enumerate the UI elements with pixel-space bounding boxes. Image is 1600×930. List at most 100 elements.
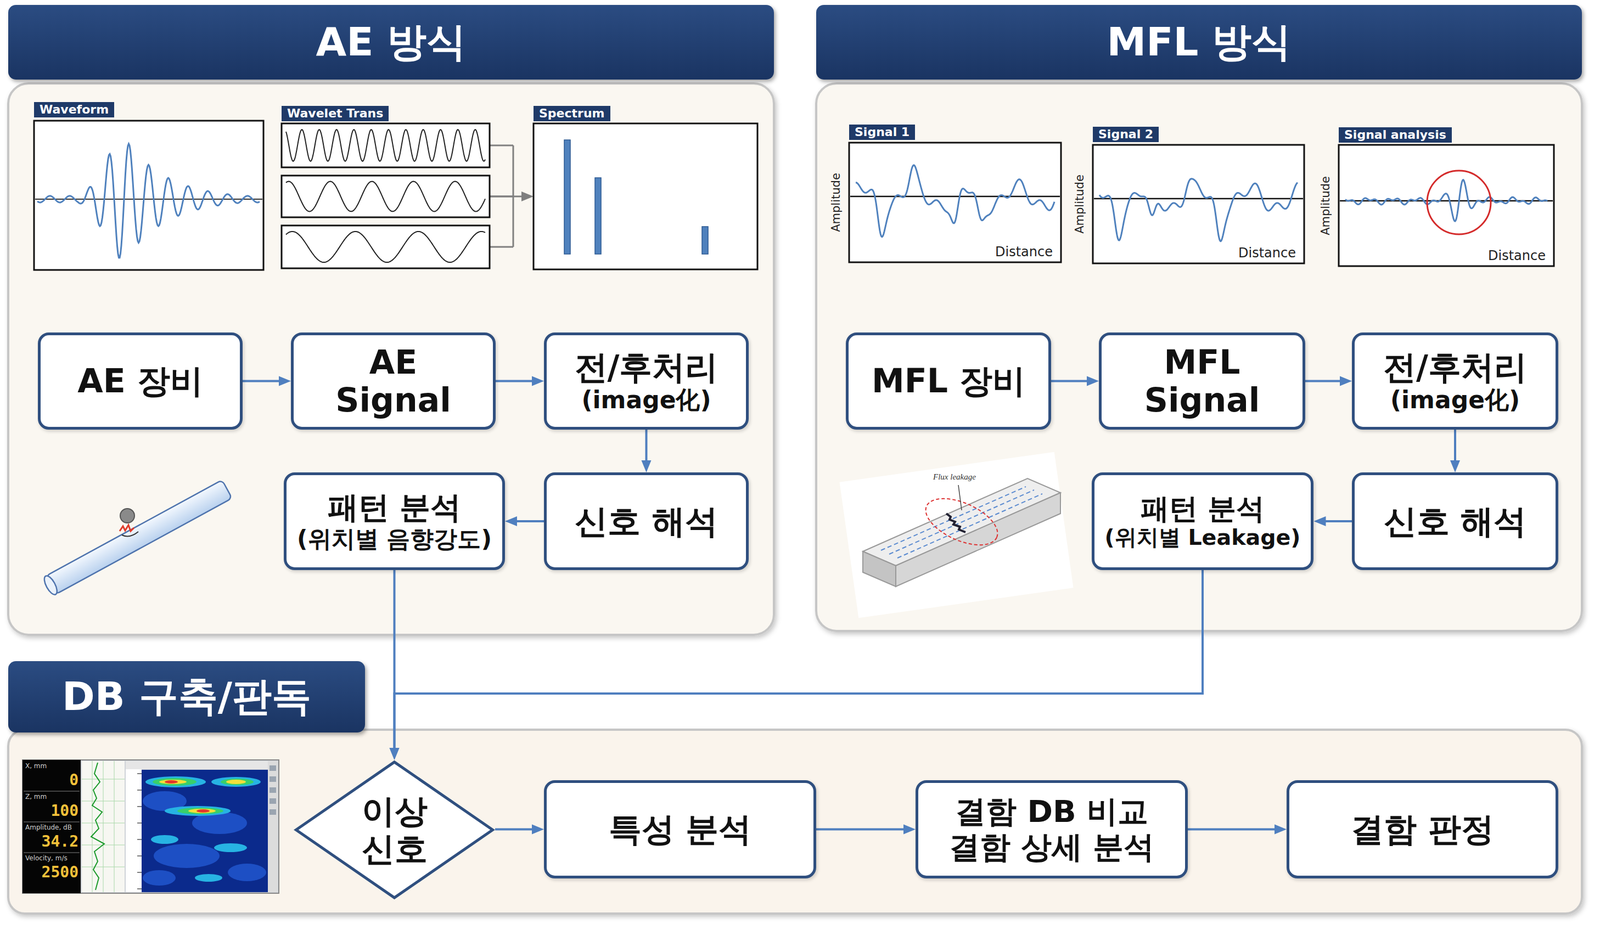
arrow-head: [641, 460, 652, 473]
box-text: 신호 해석: [574, 502, 718, 541]
label-wrap: 0: [69, 772, 79, 789]
panel-ground: [816, 83, 1582, 632]
connector-line: [1187, 828, 1277, 832]
signal-trace: [1099, 178, 1298, 242]
heat-blob: [194, 874, 223, 883]
heat-blob: [226, 779, 246, 785]
chart-frame: [281, 123, 490, 168]
chart-frame: [281, 175, 490, 218]
box-text: 전/후처리: [1383, 348, 1527, 387]
signal-trace: [1345, 180, 1548, 222]
field-value: 2500: [41, 864, 79, 881]
readout-separators: [23, 791, 80, 853]
chart-tag-wrap: Wavelet Trans: [281, 105, 389, 122]
label-wrap: 34.2: [41, 833, 79, 850]
waveform-trace: [37, 143, 260, 258]
heat-blob: [159, 779, 187, 785]
field-name: X, mm: [25, 762, 47, 771]
panel-ground: [8, 730, 1582, 914]
flow-arrow: [242, 376, 291, 387]
diamond-shape: [295, 762, 493, 898]
axis-strip: [125, 761, 142, 893]
flow-arrow: [389, 570, 1204, 761]
wavelet-trace: [285, 181, 486, 212]
box-text: 결함 판정: [1350, 810, 1495, 849]
field-value: 0: [69, 772, 79, 789]
crack: [946, 513, 966, 533]
label-wrap: X, mm: [25, 762, 47, 771]
box-subtext: (image化): [1390, 386, 1520, 415]
heat-blob: [164, 780, 178, 784]
connector-line: [495, 828, 535, 832]
box-text: AE 장비: [77, 362, 203, 401]
ascan-grid: [81, 761, 125, 893]
heat-blob: [196, 809, 210, 813]
arrow-head: [1313, 516, 1326, 527]
axis-label: Amplitude: [1319, 176, 1333, 236]
connector-line: [645, 429, 648, 463]
connector-line: [514, 520, 544, 523]
field-value: 100: [50, 803, 79, 819]
screenshot-header: [125, 761, 278, 770]
process-box: MFL 장비: [845, 332, 1052, 430]
leakage-field: [918, 489, 1005, 555]
process-box: 결함 DB 비교결함 상세 분석: [915, 780, 1188, 879]
box-subtext: (image化): [581, 386, 711, 415]
connector-line: [242, 380, 282, 383]
arrow-head: [389, 748, 400, 761]
chart-tag: Signal 1: [849, 124, 915, 140]
arrow-head: [521, 191, 534, 202]
annotation-label: Flux leakage: [933, 473, 976, 482]
chart-tag: Spectrum: [533, 105, 611, 122]
process-box: 전/후처리(image化): [1351, 332, 1559, 430]
connector-line: [1305, 380, 1343, 383]
arrow-head: [903, 824, 916, 835]
chart-panel: Spectrum: [533, 105, 758, 270]
chart-frame: [1092, 144, 1305, 264]
arrow-head: [389, 748, 400, 761]
label-wrap: 100: [50, 803, 79, 819]
arrow-head: [1339, 376, 1352, 387]
illustration-ground: [839, 452, 1074, 619]
defect-circle: [1427, 170, 1491, 235]
arrow-head: [531, 824, 544, 835]
chart-frame: [533, 123, 758, 270]
heat-blob: [188, 809, 216, 814]
process-box: AE Signal: [290, 332, 496, 430]
chart-tag: Signal 2: [1092, 126, 1159, 143]
heat-blob: [150, 835, 179, 845]
axis-label-wrap: Distance: [993, 244, 1055, 260]
flow-arrow: [495, 376, 544, 387]
box-text: 결함 DB 비교: [955, 794, 1149, 830]
flow-arrow: [495, 824, 544, 835]
chart-tag-wrap: Spectrum: [533, 105, 611, 122]
chart-plot: [281, 123, 490, 269]
ascan-trace: [91, 762, 105, 891]
axis-line: [850, 195, 1060, 198]
axis-line: [35, 198, 263, 200]
spectrum-bar: [564, 139, 571, 255]
axis-ticks: [137, 773, 142, 890]
impact-spark: [119, 525, 134, 532]
panel-header: DB 구축/판독: [8, 661, 366, 733]
box-subtext: (위치별 Leakage): [1104, 525, 1301, 551]
heatmap: [142, 776, 267, 886]
flow-arrow: [1051, 376, 1099, 387]
box-subtext: 결함 상세 분석: [949, 829, 1155, 866]
panel-title: DB 구축/판독: [62, 670, 312, 724]
axis-label-wrap: Distance: [1486, 248, 1548, 263]
ascan-strip: [81, 761, 125, 893]
heatmap-ground: [141, 770, 268, 893]
chart-tag-wrap: Waveform: [34, 102, 115, 118]
chart-plot: [34, 120, 264, 271]
flow-arrow: [1305, 376, 1352, 387]
heat-blob: [220, 778, 254, 786]
arrow-head: [1450, 460, 1461, 473]
box-text: AE Signal: [317, 343, 470, 420]
label-wrap: 2500: [41, 864, 79, 881]
panel-title: AE 방식: [316, 15, 467, 69]
flow-arrow: [1187, 824, 1287, 835]
chart-panel: Signal 2AmplitudeDistance: [1067, 126, 1305, 264]
label-wrap: Velocity, m/s: [25, 855, 68, 863]
axis-label: Distance: [1236, 245, 1298, 261]
